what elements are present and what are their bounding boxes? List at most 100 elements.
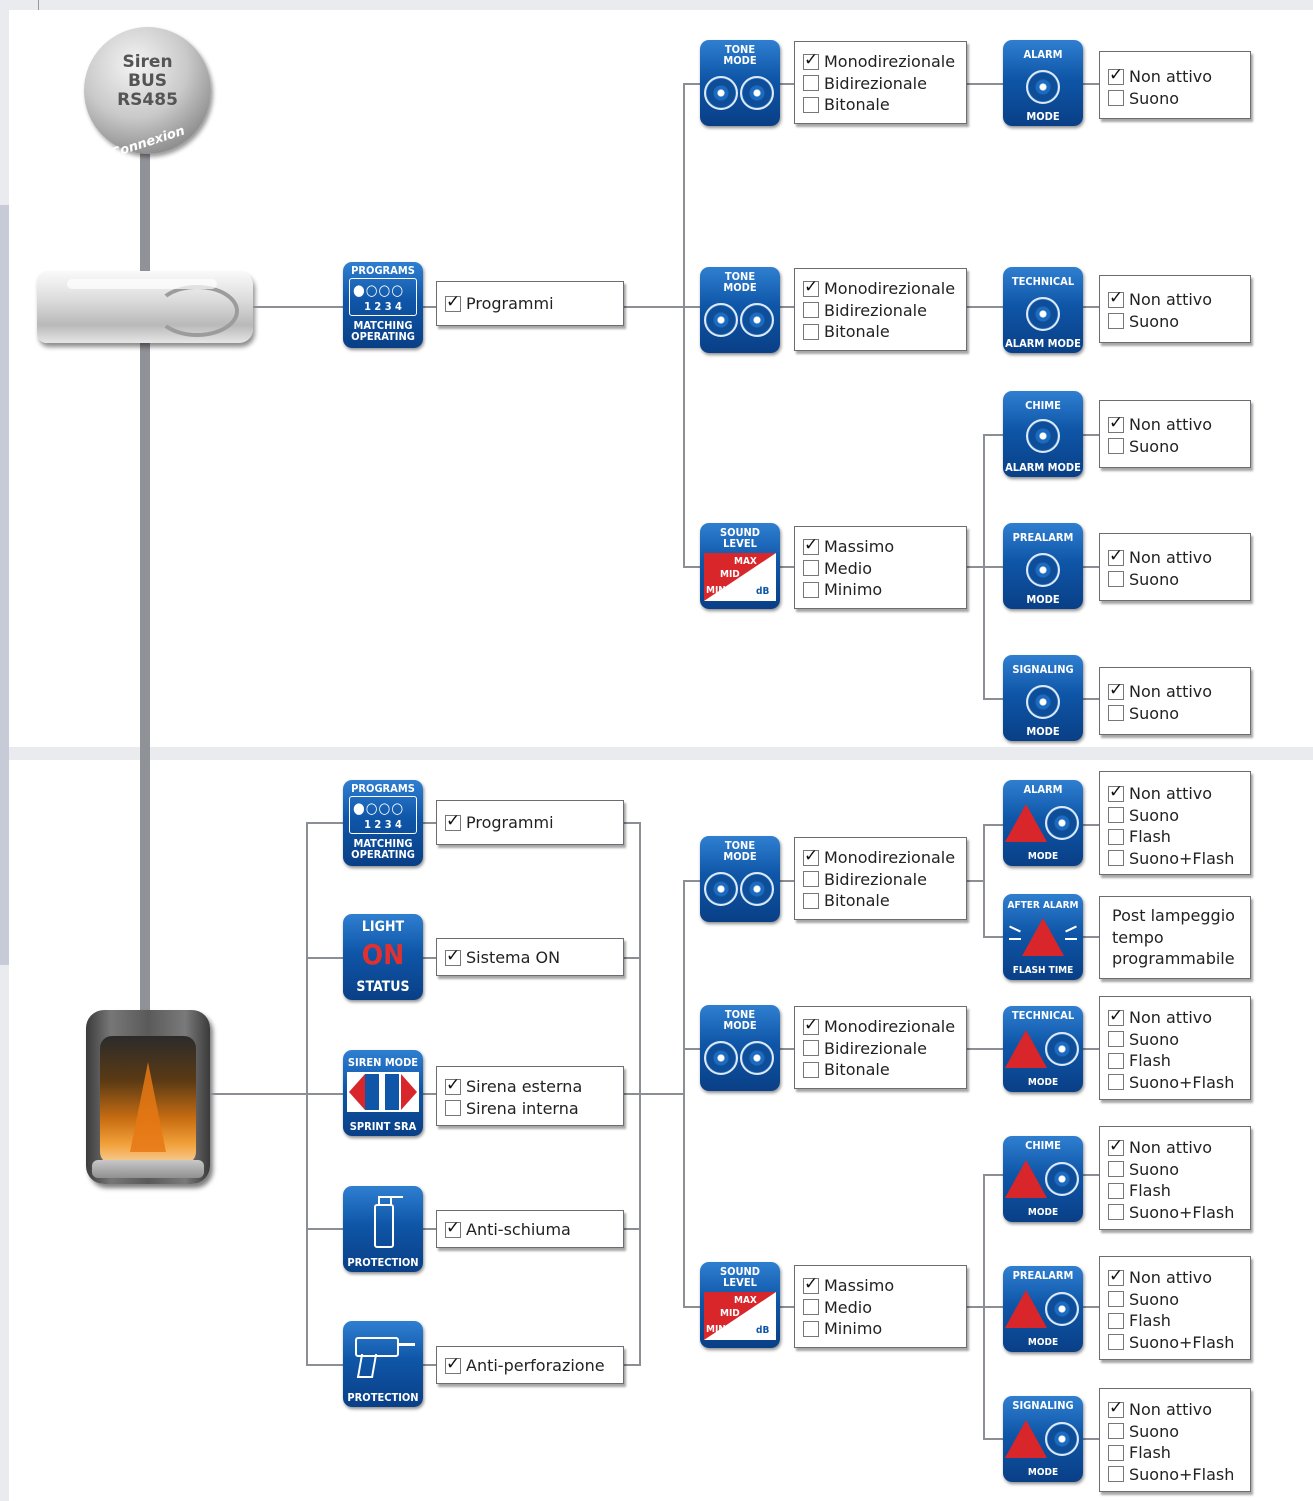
sound-level-options: Massimo Medio Minimo bbox=[794, 526, 967, 609]
checkbox[interactable] bbox=[803, 323, 819, 340]
connector bbox=[1082, 936, 1099, 938]
checkbox[interactable] bbox=[1108, 1006, 1124, 1027]
checkbox[interactable] bbox=[1108, 1052, 1124, 1069]
connexion-line2: BUS bbox=[127, 71, 167, 91]
checkbox[interactable] bbox=[803, 581, 819, 598]
checkbox[interactable] bbox=[1108, 1334, 1124, 1351]
tone-mode-options: Monodirezionale Bidirezionale Bitonale bbox=[794, 41, 967, 124]
checkbox[interactable] bbox=[1108, 1161, 1124, 1178]
checkbox[interactable] bbox=[803, 96, 819, 113]
checkbox[interactable] bbox=[445, 811, 461, 832]
checkbox[interactable] bbox=[445, 292, 461, 313]
checkbox[interactable] bbox=[1108, 90, 1124, 107]
connector bbox=[966, 880, 984, 882]
checkbox[interactable] bbox=[1108, 1182, 1124, 1199]
checkbox[interactable] bbox=[1108, 65, 1124, 86]
checkbox[interactable] bbox=[1108, 571, 1124, 588]
checkbox[interactable] bbox=[803, 1320, 819, 1337]
connector bbox=[983, 434, 985, 700]
checkbox[interactable] bbox=[803, 846, 819, 867]
signaling-mode-flash-options: Non attivo Suono Flash Suono+Flash bbox=[1099, 1388, 1251, 1492]
connector bbox=[983, 434, 1003, 436]
connector bbox=[983, 1438, 1003, 1440]
prealarm-mode-icon: PREALARM MODE bbox=[1003, 523, 1083, 609]
checkbox[interactable] bbox=[1108, 1312, 1124, 1329]
checkbox[interactable] bbox=[1108, 1423, 1124, 1440]
alarm-mode-icon: ALARM MODE bbox=[1003, 40, 1083, 126]
alarm-mode-options: Non attivo Suono bbox=[1099, 51, 1251, 119]
connector bbox=[983, 1306, 1003, 1308]
checkbox[interactable] bbox=[445, 1354, 461, 1375]
checkbox[interactable] bbox=[803, 277, 819, 298]
connector bbox=[422, 957, 436, 959]
connector bbox=[683, 880, 685, 1308]
connector bbox=[623, 1364, 641, 1366]
checkbox[interactable] bbox=[445, 1075, 461, 1096]
bus-trunk bbox=[140, 140, 150, 1010]
tone-mode-icon: TONE MODE bbox=[700, 40, 780, 126]
checkbox[interactable] bbox=[445, 1100, 461, 1117]
checkbox[interactable] bbox=[1108, 705, 1124, 722]
bottom-panel bbox=[9, 760, 1313, 1501]
checkbox[interactable] bbox=[803, 871, 819, 888]
checkbox[interactable] bbox=[803, 1061, 819, 1078]
connector bbox=[983, 698, 1003, 700]
checkbox[interactable] bbox=[803, 892, 819, 909]
checkbox[interactable] bbox=[1108, 1444, 1124, 1461]
checkbox[interactable] bbox=[1108, 1204, 1124, 1221]
checkbox[interactable] bbox=[803, 1040, 819, 1057]
checkbox[interactable] bbox=[1108, 1466, 1124, 1483]
checkbox[interactable] bbox=[1108, 413, 1124, 434]
checkbox[interactable] bbox=[1108, 1136, 1124, 1157]
alarm-mode-flash-options: Non attivo Suono Flash Suono+Flash bbox=[1099, 771, 1251, 875]
connector bbox=[683, 83, 685, 568]
tone-mode-options: Monodirezionale Bidirezionale Bitonale bbox=[794, 1006, 967, 1089]
checkbox[interactable] bbox=[803, 302, 819, 319]
checkbox[interactable] bbox=[1108, 1266, 1124, 1287]
connector bbox=[780, 1306, 794, 1308]
checkbox[interactable] bbox=[803, 50, 819, 71]
connector bbox=[983, 824, 1003, 826]
signaling-mode-icon: SIGNALING MODE bbox=[1003, 655, 1083, 741]
checkbox[interactable] bbox=[803, 560, 819, 577]
connector bbox=[1082, 824, 1099, 826]
programs-icon: PROGRAMS ●○○○ 1 2 3 4 MATCHING OPERATING bbox=[343, 780, 423, 866]
checkbox[interactable] bbox=[803, 1015, 819, 1036]
checkbox[interactable] bbox=[1108, 438, 1124, 455]
connector bbox=[966, 83, 1003, 85]
chime-mode-flash-options: Non attivo Suono Flash Suono+Flash bbox=[1099, 1126, 1251, 1230]
connector bbox=[422, 1364, 436, 1366]
connector bbox=[1082, 1306, 1099, 1308]
checkbox[interactable] bbox=[1108, 1398, 1124, 1419]
checkbox[interactable] bbox=[803, 75, 819, 92]
checkbox[interactable] bbox=[1108, 850, 1124, 867]
checkbox[interactable] bbox=[1108, 288, 1124, 309]
checkbox[interactable] bbox=[1108, 1074, 1124, 1091]
checkbox[interactable] bbox=[1108, 782, 1124, 803]
checkbox[interactable] bbox=[1108, 1031, 1124, 1048]
checkbox[interactable] bbox=[803, 535, 819, 556]
connector bbox=[683, 880, 700, 882]
checkbox[interactable] bbox=[445, 1218, 461, 1239]
sound-level-options: Massimo Medio Minimo bbox=[794, 1265, 967, 1348]
checkbox[interactable] bbox=[445, 946, 461, 967]
checkbox[interactable] bbox=[1108, 828, 1124, 845]
connector bbox=[1082, 83, 1099, 85]
connector bbox=[780, 83, 794, 85]
checkbox[interactable] bbox=[1108, 807, 1124, 824]
connector bbox=[683, 83, 700, 85]
tone-mode-icon: TONE MODE bbox=[700, 1005, 780, 1091]
checkbox[interactable] bbox=[803, 1299, 819, 1316]
checkbox[interactable] bbox=[1108, 1291, 1124, 1308]
siren-device-flat bbox=[37, 271, 253, 343]
checkbox[interactable] bbox=[803, 1274, 819, 1295]
checkbox[interactable] bbox=[1108, 313, 1124, 330]
connector bbox=[1082, 306, 1099, 308]
connector bbox=[983, 936, 1003, 938]
connector bbox=[983, 824, 985, 938]
connector bbox=[623, 1228, 641, 1230]
checkbox[interactable] bbox=[1108, 546, 1124, 567]
connector bbox=[1082, 1438, 1099, 1440]
prealarm-mode-flash-options: Non attivo Suono Flash Suono+Flash bbox=[1099, 1256, 1251, 1360]
checkbox[interactable] bbox=[1108, 680, 1124, 701]
